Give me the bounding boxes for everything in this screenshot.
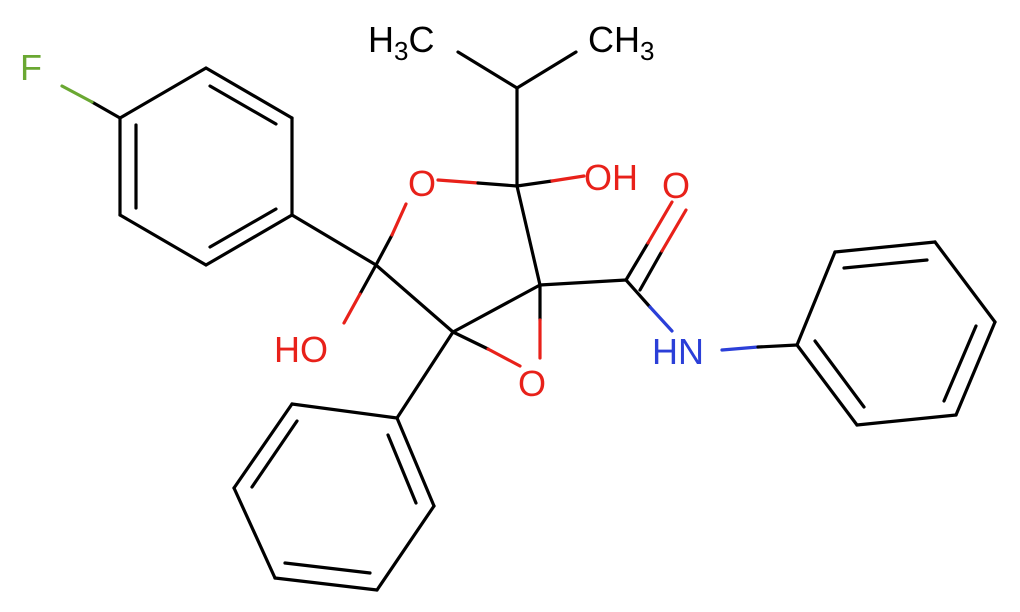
n-phenyl-ring [795,240,997,427]
hydroxyl-upper-label: OH [584,157,638,198]
isopropyl-group [456,50,578,188]
aryl-c5-bond [290,213,378,267]
epoxide-oxygen-label: O [518,363,546,404]
carbonyl-oxygen-label: O [662,165,690,206]
fluorine-bond-end [60,84,94,104]
fluorine-label: F [20,47,42,88]
lower-phenyl-ring [232,402,436,592]
c2-hydroxyl-bond-o [550,174,586,183]
fluorophenyl-ring [118,66,294,267]
carbon-fluorine-bond [90,100,122,120]
oxolane-ring [374,178,542,334]
c5-hydroxyl-bond [358,263,378,296]
c6-phenyl-bond [395,330,455,420]
epoxide-ring [451,283,542,368]
ring-oxygen-label: O [408,163,436,204]
amide-nitrogen-label: HN [652,331,704,372]
amide-group [538,200,799,352]
hydroxyl-lower-label: HO [274,329,328,370]
c5-hydroxyl-bond-o [342,292,362,325]
c2-hydroxyl-bond [515,179,554,188]
methyl-right-label: CH3 [588,19,654,66]
methyl-left-label: H3C [368,19,434,66]
